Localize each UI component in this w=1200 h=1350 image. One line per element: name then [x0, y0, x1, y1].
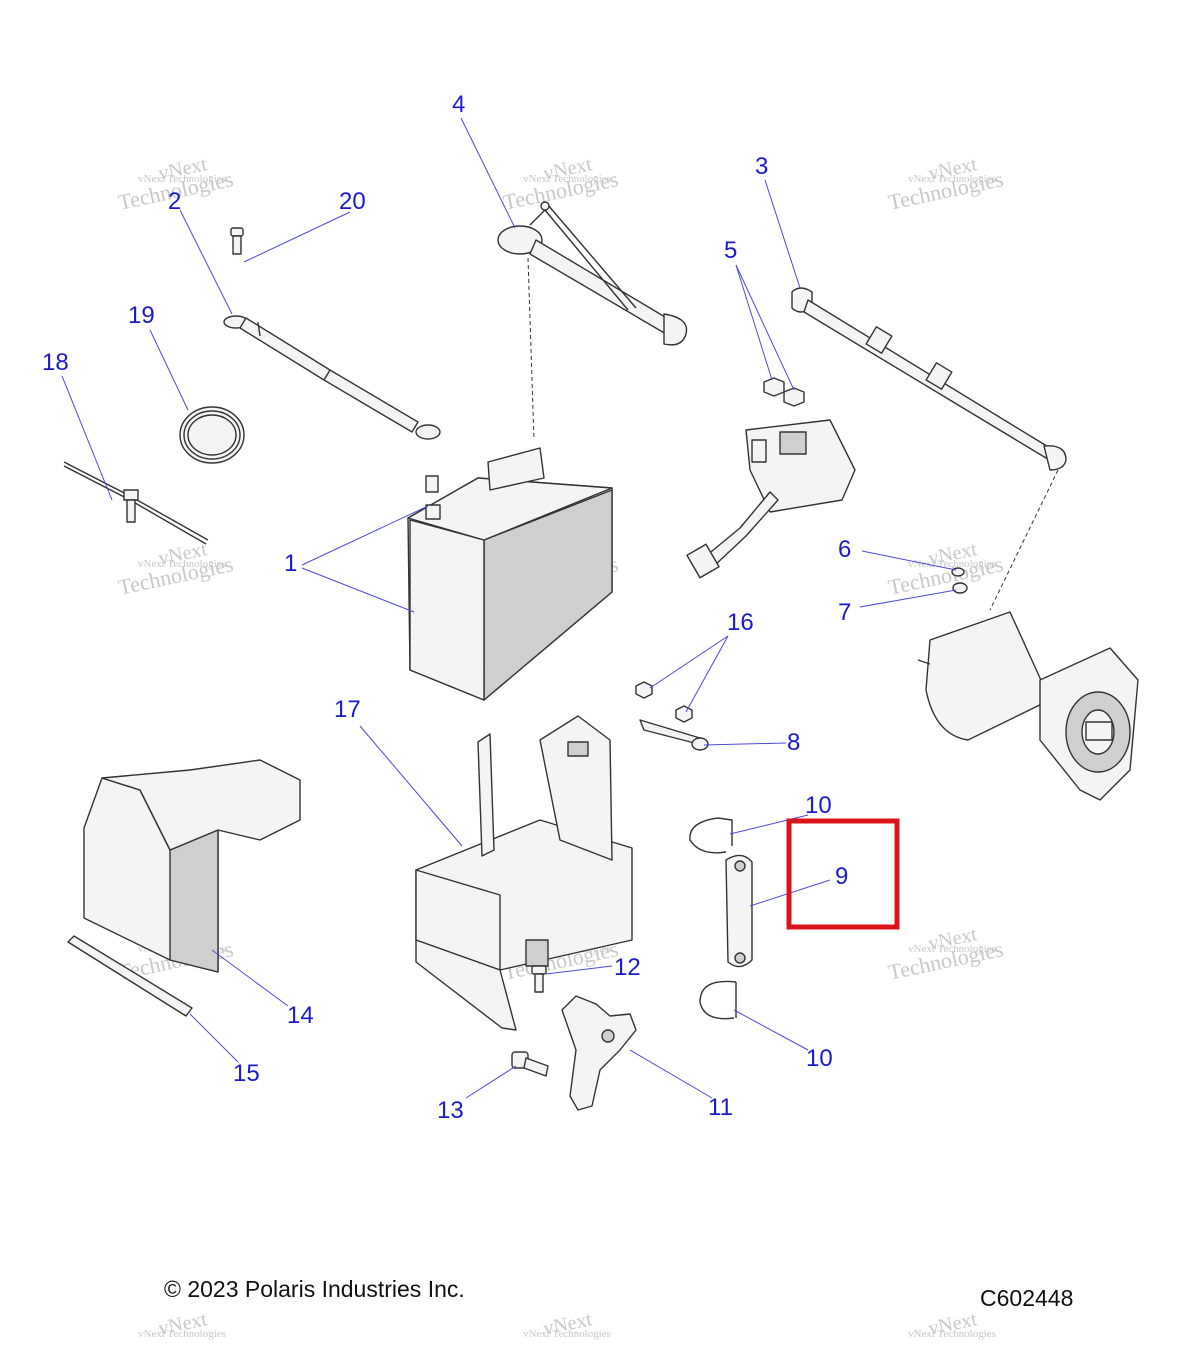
watermark-small: vNext Technologies — [138, 558, 226, 570]
watermark-small: vNext Technologies — [523, 1328, 611, 1340]
part-solenoid — [686, 419, 856, 579]
part-cable-tie-18 — [63, 461, 209, 545]
part-strip-15 — [67, 935, 193, 1017]
watermark-small: vNext Technologies — [908, 943, 996, 955]
part-cable-3 — [791, 287, 1067, 611]
watermark-small: vNext Technologies — [138, 1328, 226, 1340]
callout-labels: 4 3 20 2 5 19 18 6 1 7 16 17 8 10 9 12 1… — [42, 91, 851, 1124]
part-washer-6-7 — [951, 567, 968, 594]
callout-9: 9 — [835, 863, 848, 890]
leader-lines — [61, 117, 957, 1099]
callout-19: 19 — [128, 302, 155, 329]
callout-10-upper: 10 — [805, 792, 832, 819]
part-bolt-12 — [531, 965, 547, 993]
watermark-small: vNext Technologies — [908, 1328, 996, 1340]
callout-7: 7 — [838, 599, 851, 626]
callout-14: 14 — [287, 1002, 314, 1029]
part-bolt-20 — [230, 227, 244, 255]
callout-4: 4 — [452, 91, 465, 118]
part-strap-19 — [179, 406, 245, 464]
part-nuts-5 — [763, 377, 805, 407]
callout-10-lower: 10 — [806, 1045, 833, 1072]
figure-id: C602448 — [980, 1285, 1074, 1311]
watermark-small: vNext Technologies — [523, 173, 611, 185]
part-bracket-11 — [561, 995, 637, 1111]
callout-15: 15 — [233, 1060, 260, 1087]
callout-1: 1 — [284, 550, 297, 577]
copyright-notice: © 2023 Polaris Industries Inc. — [164, 1276, 465, 1302]
part-harness-4 — [497, 201, 688, 441]
callout-13: 13 — [437, 1097, 464, 1124]
callout-11: 11 — [708, 1094, 733, 1121]
part-nuts-16 — [635, 681, 693, 723]
part-bolt-13 — [511, 1051, 549, 1077]
part-battery-1 — [407, 447, 613, 701]
callout-5: 5 — [724, 237, 737, 264]
callout-20: 20 — [339, 188, 366, 215]
watermark-small: vNext Technologies — [138, 173, 226, 185]
part-starter-motor — [917, 611, 1139, 801]
callout-18: 18 — [42, 349, 69, 376]
callout-2: 2 — [168, 188, 181, 215]
part-tray-17 — [415, 715, 633, 1031]
part-cable-2 — [223, 315, 441, 440]
highlight-box — [786, 818, 900, 930]
part-dclip-10-upper — [689, 817, 733, 854]
callout-16: 16 — [727, 609, 754, 636]
part-hook-8 — [639, 719, 709, 751]
callout-3: 3 — [755, 153, 768, 180]
part-link-9 — [725, 854, 753, 968]
callout-6: 6 — [838, 536, 851, 563]
callout-12: 12 — [614, 954, 641, 981]
part-dclip-10-lower — [699, 980, 737, 1020]
part-cover-14 — [83, 759, 301, 973]
callout-8: 8 — [787, 729, 800, 756]
watermark-small: vNext Technologies — [908, 173, 996, 185]
callout-17: 17 — [334, 696, 361, 723]
watermark-small: vNext Technologies — [908, 558, 996, 570]
